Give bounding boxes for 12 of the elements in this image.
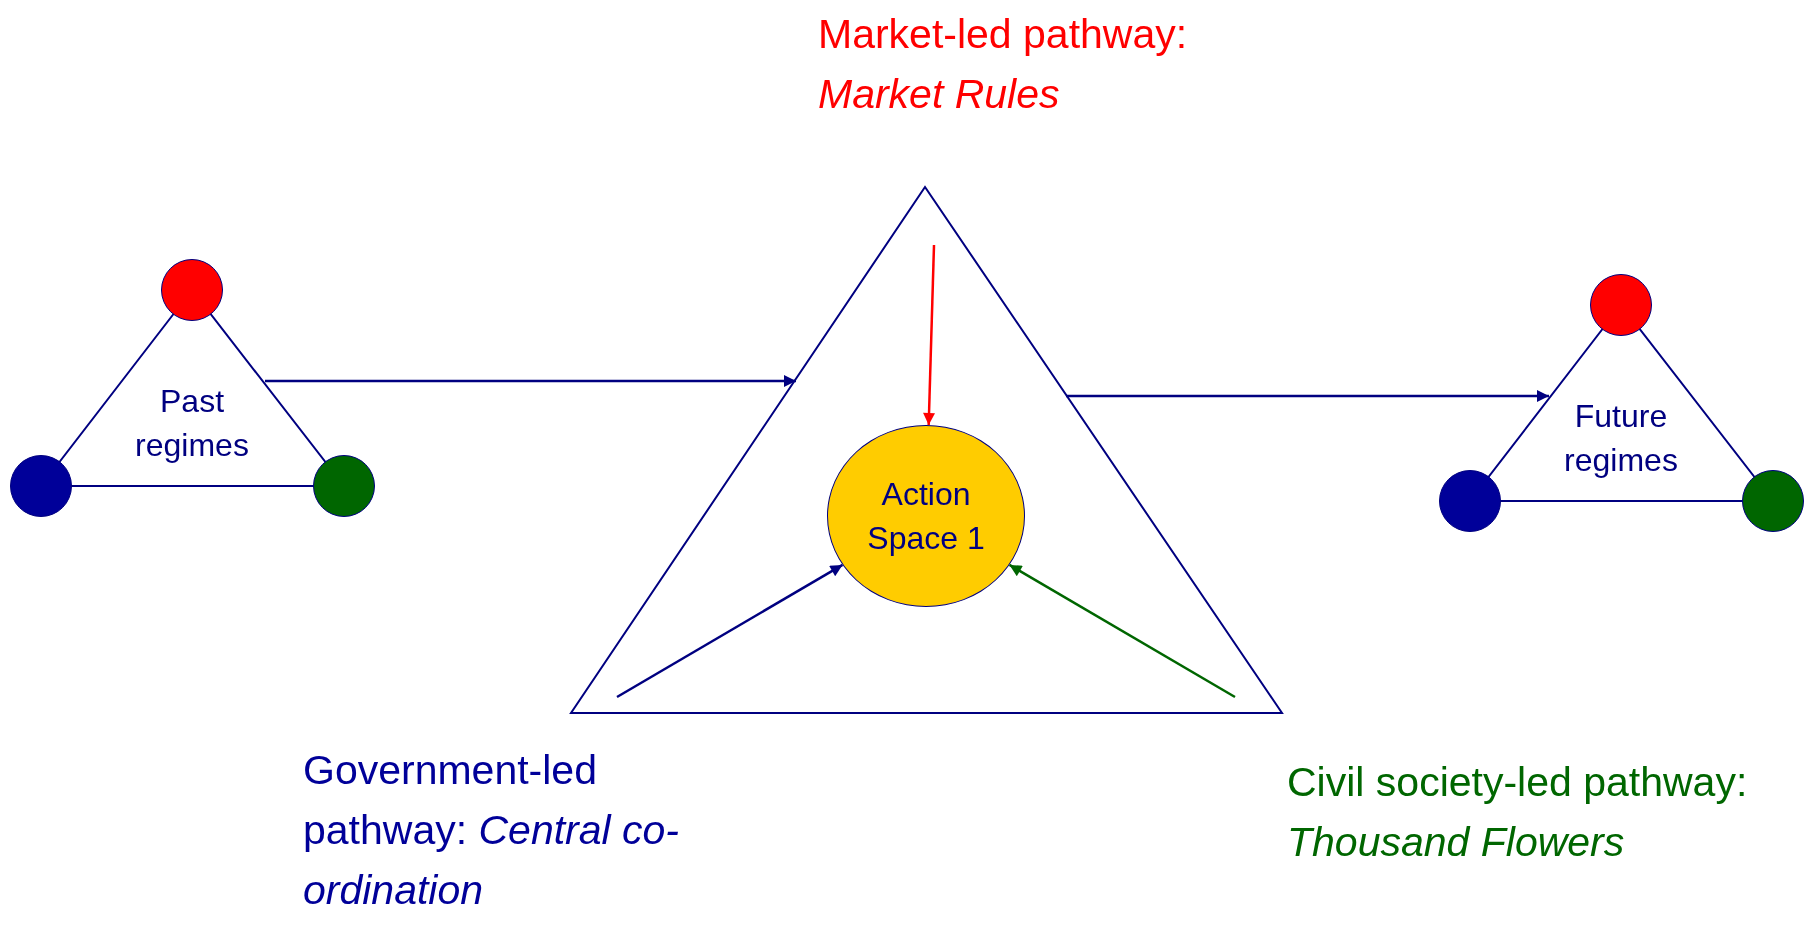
arrow — [923, 244, 936, 426]
triangle-frame — [568, 184, 1285, 716]
arrow — [1066, 390, 1549, 402]
arrow — [616, 563, 844, 699]
regime-label: Past regimes — [134, 382, 250, 465]
arrow — [265, 375, 796, 387]
arrow — [1008, 563, 1236, 699]
pathway-label: Civil society-led pathway: Thousand Flowers — [1287, 758, 1749, 867]
action-space-ellipse: Action Space 1 — [827, 425, 1025, 607]
pathway-label: Government-led pathway: Central co-ordination — [303, 746, 680, 915]
pathway-label: Market-led pathway: Market Rules — [818, 10, 1189, 119]
regime-label: Future regimes — [1563, 397, 1679, 480]
